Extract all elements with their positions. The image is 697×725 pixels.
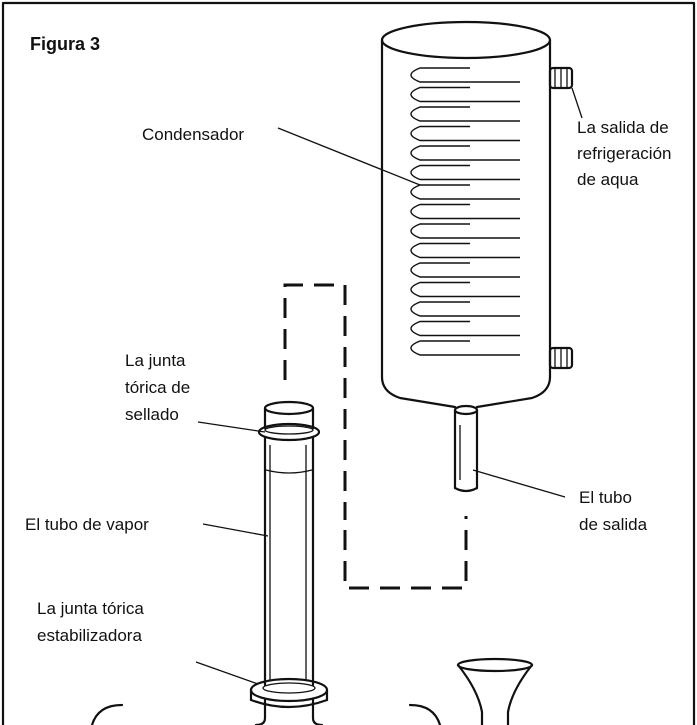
- water-outlet-fitting-top: [548, 66, 574, 90]
- stabilizing-oring: [249, 677, 329, 709]
- condenser-coil: [410, 67, 520, 356]
- vapor-tube-leader: [202, 523, 269, 537]
- coil-turn: [410, 67, 520, 83]
- condenser-leader: [277, 127, 421, 186]
- coil-turn: [410, 125, 520, 142]
- coil-turn: [410, 320, 520, 337]
- coil-turn: [410, 164, 520, 181]
- figure-title: Figura 3: [30, 34, 100, 54]
- coil-turn: [410, 340, 520, 356]
- outlet-tube: [453, 404, 479, 493]
- water-outlet-fitting-bottom: [548, 346, 574, 370]
- coil-turn: [410, 145, 520, 161]
- sealing-oring-label: La junta tórica de sellado: [125, 351, 195, 424]
- dashed-connection-top: [283, 283, 347, 520]
- vapor-tube-label: El tubo de vapor: [25, 515, 149, 534]
- outlet-tube-label: El tubo de salida: [579, 488, 648, 534]
- sealing-oring: [257, 422, 321, 442]
- coil-turn: [410, 184, 520, 200]
- water-outlet-label: La salida de refrigeración de aqua: [577, 118, 676, 189]
- condenser-label: Condensador: [142, 125, 244, 144]
- coil-turn: [410, 106, 520, 122]
- coil-turn: [410, 281, 520, 298]
- coil-turn: [410, 223, 520, 239]
- coil-turn: [410, 301, 520, 317]
- coil-turn: [410, 262, 520, 278]
- funnel: [456, 657, 534, 725]
- stabilizing-oring-leader: [195, 661, 259, 685]
- coil-turn: [410, 242, 520, 259]
- base-apparatus: [90, 698, 442, 725]
- vapor-tube: [263, 400, 315, 687]
- water-outlet-leader: [571, 87, 583, 119]
- stabilizing-oring-label: La junta tórica estabilizadora: [37, 599, 149, 645]
- dashed-connection-bottom: [343, 516, 468, 590]
- coil-turn: [410, 86, 520, 103]
- sealing-oring-leader: [197, 421, 266, 433]
- outlet-tube-leader: [472, 469, 566, 498]
- coil-turn: [410, 203, 520, 220]
- condenser: [380, 20, 552, 409]
